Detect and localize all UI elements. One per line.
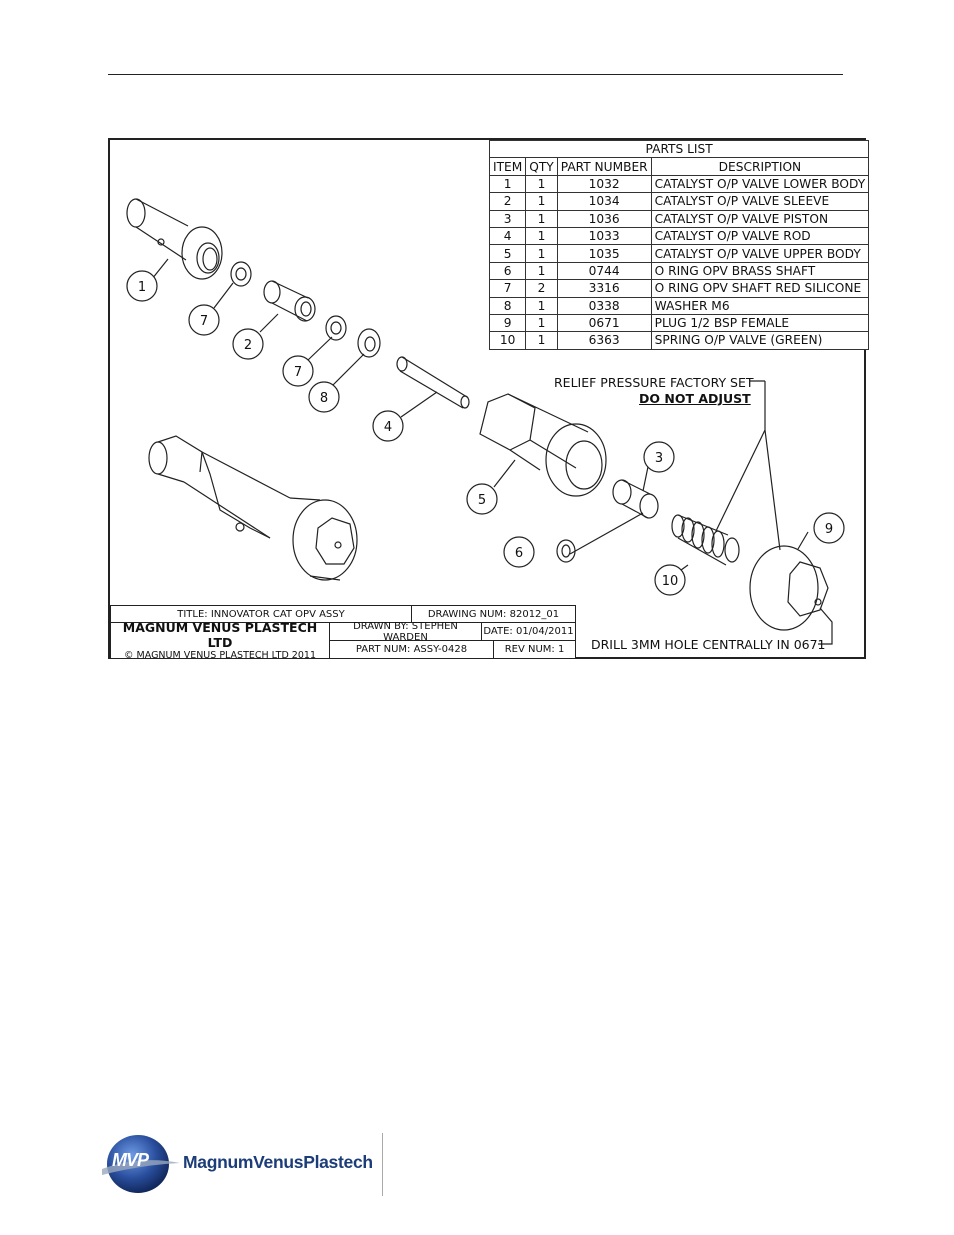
balloon-9 <box>813 512 845 544</box>
balloon-7b <box>282 355 314 387</box>
parts-list-table: PARTS LIST ITEM QTY PART NUMBER DESCRIPT… <box>488 139 870 350</box>
copyright: © MAGNUM VENUS PLASTECH LTD 2011 <box>124 650 316 661</box>
balloon-8 <box>308 381 340 413</box>
balloon-label: 6 <box>515 546 523 561</box>
column-header: DESCRIPTION <box>650 157 870 176</box>
part-oring-3 <box>556 539 576 563</box>
balloon-1 <box>126 270 158 302</box>
balloon-label: 4 <box>384 420 392 435</box>
relief-note: RELIEF PRESSURE FACTORY SET <box>554 375 754 390</box>
drawn-by: DRAWN BY: STEPHEN WARDEN <box>329 621 482 643</box>
assembled-view <box>148 435 358 581</box>
assembly-drawing: 1 7 2 7 8 4 5 3 6 10 9 PARTS LIST ITEM Q… <box>108 138 870 661</box>
part-oring-1 <box>230 261 252 287</box>
parts-list-title: PARTS LIST <box>488 139 870 159</box>
mvp-badge-icon <box>102 1135 180 1193</box>
balloon-label: 3 <box>655 451 663 466</box>
balloon-label: 9 <box>825 522 833 537</box>
balloon-6 <box>503 536 535 568</box>
header-rule <box>108 74 843 75</box>
revision-number: REV NUM: 1 <box>493 640 576 659</box>
company-logo: MVP MagnumVenusPlastech <box>100 1133 383 1196</box>
balloon-label: 10 <box>662 574 679 589</box>
part-lower-body <box>126 198 223 280</box>
balloon-label: 5 <box>478 493 486 508</box>
part-rod <box>396 356 470 409</box>
logo-wordmark: MagnumVenusPlastech <box>183 1152 373 1172</box>
part-plug <box>749 545 829 631</box>
column-header: QTY <box>525 157 558 176</box>
part-piston <box>612 479 659 519</box>
part-number: PART NUM: ASSY-0428 <box>329 640 494 659</box>
part-upper-body <box>479 393 607 497</box>
company-name: MAGNUM VENUS PLASTECH LTD <box>122 620 318 650</box>
balloon-7a <box>188 304 220 336</box>
balloon-3 <box>643 441 675 473</box>
part-sleeve <box>263 280 316 322</box>
logo-badge-text: MVP <box>112 1150 149 1170</box>
balloon-label: 8 <box>320 391 328 406</box>
part-washer <box>357 328 381 358</box>
logo-divider <box>382 1133 383 1196</box>
drawing-date: DATE: 01/04/2011 <box>481 622 576 641</box>
column-header: ITEM <box>488 157 527 176</box>
balloon-10 <box>654 564 686 596</box>
balloon-label: 7 <box>294 365 302 380</box>
do-not-adjust-note: DO NOT ADJUST <box>639 391 751 406</box>
company-block: MAGNUM VENUS PLASTECH LTD © MAGNUM VENUS… <box>110 620 330 661</box>
drill-note: DRILL 3MM HOLE CENTRALLY IN 0671 <box>591 637 826 652</box>
balloon-label: 1 <box>138 280 146 295</box>
part-oring-2 <box>325 315 347 341</box>
balloon-label: 7 <box>200 314 208 329</box>
balloon-label: 2 <box>244 338 252 353</box>
balloon-2 <box>232 328 264 360</box>
balloon-5 <box>466 483 498 515</box>
balloon-4 <box>372 410 404 442</box>
exploded-view: 1 7 2 7 8 4 5 3 6 10 9 <box>126 198 845 645</box>
part-spring <box>671 514 740 566</box>
column-header: PART NUMBER <box>556 157 652 176</box>
